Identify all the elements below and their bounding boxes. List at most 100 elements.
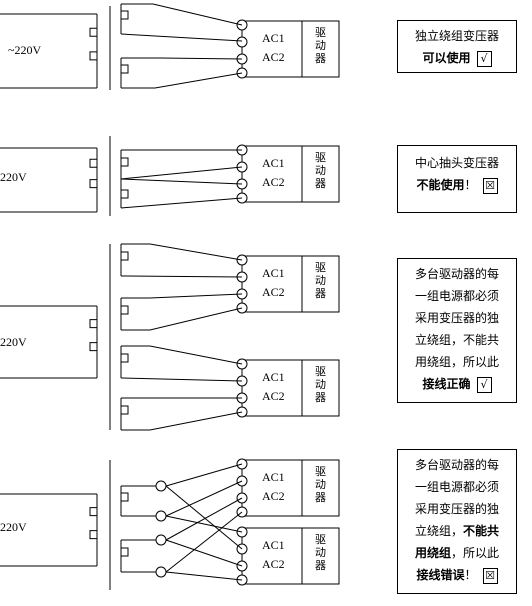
driver-label-char: 器 <box>315 177 326 190</box>
note-independent-winding: 独立绕组变压器 可以使用 √ <box>397 20 517 73</box>
secondary-bump <box>121 64 129 74</box>
port-label-ac1: AC1 <box>262 370 285 384</box>
wire <box>120 33 243 42</box>
primary-bump <box>89 319 97 329</box>
driver-label-char: 动 <box>315 546 326 559</box>
secondary-bump <box>121 157 129 167</box>
voltage-label: 220V <box>0 520 27 534</box>
port-label-ac2: AC2 <box>262 50 285 64</box>
voltage-label: 220V <box>0 335 27 349</box>
wire <box>121 243 243 261</box>
note1-line1: 独立绕组变压器 <box>414 29 499 43</box>
voltage-label: 220V <box>0 170 27 184</box>
note2-line2: 不能使用 <box>416 178 465 192</box>
driver-label-char: 驱 <box>315 533 326 546</box>
note3-last: 接线正确 <box>422 377 471 391</box>
note-center-tap: 中心抽头变压器 不能使用！☒ <box>397 145 517 213</box>
junction-node <box>155 566 167 578</box>
check-icon: √ <box>476 50 492 67</box>
primary-bump <box>89 51 97 61</box>
note4-line4-bold: 不能共 <box>463 524 500 538</box>
driver-label-char: 器 <box>315 559 326 572</box>
port-label-ac2: AC2 <box>262 389 285 403</box>
note-correct-wiring: 多台驱动器的每 一组电源都必须 采用变压器的独 立绕组，不能共 用绕组，所以此 … <box>397 258 517 403</box>
driver-port-panel <box>241 459 303 517</box>
driver-port-panel <box>241 255 303 313</box>
wire <box>165 539 243 567</box>
driver-port-panel <box>241 20 303 78</box>
note3-line: 一组电源都必须 <box>414 289 499 303</box>
driver-label-char: 驱 <box>315 365 326 378</box>
primary-bump <box>89 507 97 517</box>
wire <box>165 463 243 487</box>
note-wrong-wiring: 多台驱动器的每 一组电源都必须 采用变压器的独 立绕组，不能共 用绕组，所以此 … <box>397 449 517 594</box>
note3-line: 多台驱动器的每 <box>414 267 499 281</box>
wire <box>121 293 243 299</box>
note4-line4-plain: 立绕组， <box>414 524 463 538</box>
primary-bump <box>89 342 97 352</box>
note4-last: 接线错误 <box>416 568 465 582</box>
wire <box>165 497 243 541</box>
driver-label-char: 器 <box>315 491 326 504</box>
wire <box>165 515 243 533</box>
primary-bump <box>89 27 97 37</box>
junction-node <box>155 534 167 546</box>
wire <box>165 571 243 581</box>
wire <box>120 275 243 278</box>
port-label-ac2: AC2 <box>262 285 285 299</box>
secondary-bump <box>121 547 129 557</box>
voltage-label: ~220V <box>8 43 41 57</box>
driver-label-char: 器 <box>315 52 326 65</box>
port-label-ac2: AC2 <box>262 557 285 571</box>
note2-line1: 中心抽头变压器 <box>414 156 499 170</box>
secondary-bump <box>121 10 129 20</box>
driver-port-panel <box>241 527 303 585</box>
wire <box>120 197 243 209</box>
note3-line: 采用变压器的独 <box>414 311 499 325</box>
driver-label-char: 驱 <box>315 261 326 274</box>
note4-line: 多台驱动器的每 <box>414 458 499 472</box>
port-label-ac1: AC1 <box>262 538 285 552</box>
driver-port-panel <box>241 359 303 417</box>
junction-node <box>155 480 167 492</box>
driver-label-char: 器 <box>315 287 326 300</box>
driver-label-char: 驱 <box>315 151 326 164</box>
cross-icon: ☒ <box>482 567 498 584</box>
cross-icon: ☒ <box>482 177 498 194</box>
secondary-bump <box>121 405 129 415</box>
wire <box>121 72 243 89</box>
port-label-ac1: AC1 <box>262 266 285 280</box>
port-label-ac2: AC2 <box>262 489 285 503</box>
driver-label-char: 动 <box>315 274 326 287</box>
terminal <box>236 36 248 48</box>
secondary-bump <box>121 353 129 363</box>
port-label-ac2: AC2 <box>262 175 285 189</box>
junction-node <box>155 510 167 522</box>
secondary-bump <box>121 251 129 261</box>
note3-line: 用绕组，所以此 <box>414 355 499 369</box>
driver-label-char: 动 <box>315 378 326 391</box>
driver-label-char: 驱 <box>315 26 326 39</box>
driver-label-char: 驱 <box>315 465 326 478</box>
primary-bump <box>89 530 97 540</box>
wire <box>121 307 243 331</box>
wire <box>120 377 243 382</box>
wire <box>165 480 243 517</box>
wire <box>152 3 243 26</box>
note1-line2: 可以使用 <box>422 51 471 65</box>
wire <box>165 485 243 550</box>
driver-label-char: 器 <box>315 391 326 404</box>
note4-line5-plain: ，所以此 <box>451 546 500 560</box>
note4-line: 一组电源都必须 <box>414 480 499 494</box>
port-label-ac1: AC1 <box>262 31 285 45</box>
check-icon: √ <box>476 376 492 393</box>
wire <box>121 345 243 365</box>
driver-label-char: 动 <box>315 164 326 177</box>
note4-last-tail: ！ <box>464 568 477 582</box>
wire <box>165 511 243 573</box>
port-label-ac1: AC1 <box>262 470 285 484</box>
driver-label-char: 动 <box>315 39 326 52</box>
primary-bump <box>89 158 97 168</box>
secondary-bump <box>121 305 129 315</box>
